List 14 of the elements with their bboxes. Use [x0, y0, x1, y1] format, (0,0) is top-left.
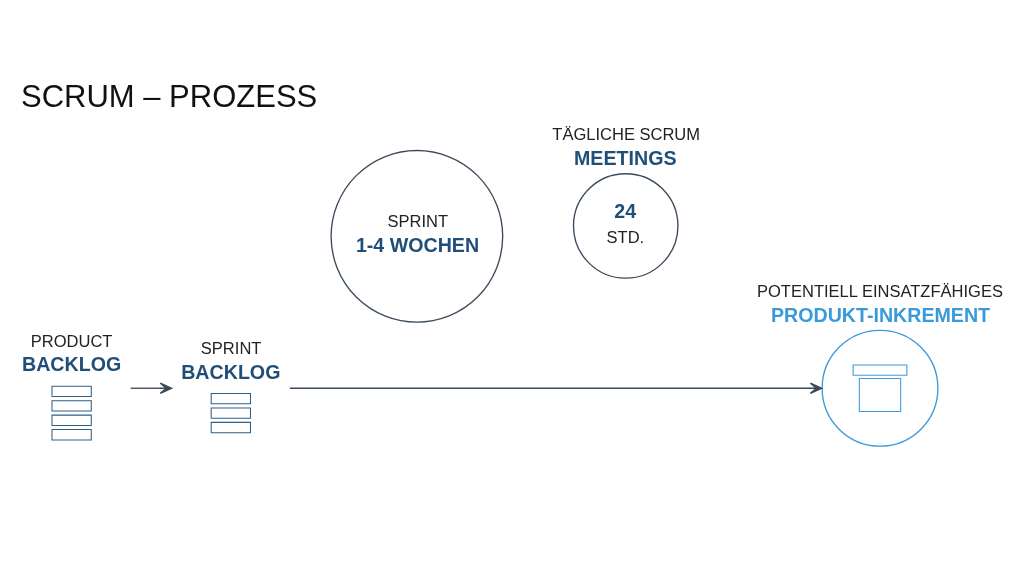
node-circle [821, 329, 939, 447]
node-label: TÄGLICHE SCRUM [552, 124, 701, 144]
arrow [130, 381, 173, 394]
node-label: PRODUKT-INKREMENT [770, 303, 991, 326]
node-label: PRODUCT [30, 331, 113, 351]
node-label: SPRINT [200, 338, 262, 358]
arrow [289, 381, 823, 394]
node-circle: SPRINT 1-4 WOCHEN [330, 149, 504, 323]
node-circle: 24 STD. [572, 172, 679, 279]
node-label: POTENTIELL EINSATZFÄHIGES [757, 281, 1003, 301]
node-label: BACKLOG [22, 352, 122, 375]
node-label: MEETINGS [574, 146, 677, 169]
node-label: BACKLOG [181, 360, 281, 383]
diagram-title: SCRUM – PROZESS [20, 78, 318, 114]
